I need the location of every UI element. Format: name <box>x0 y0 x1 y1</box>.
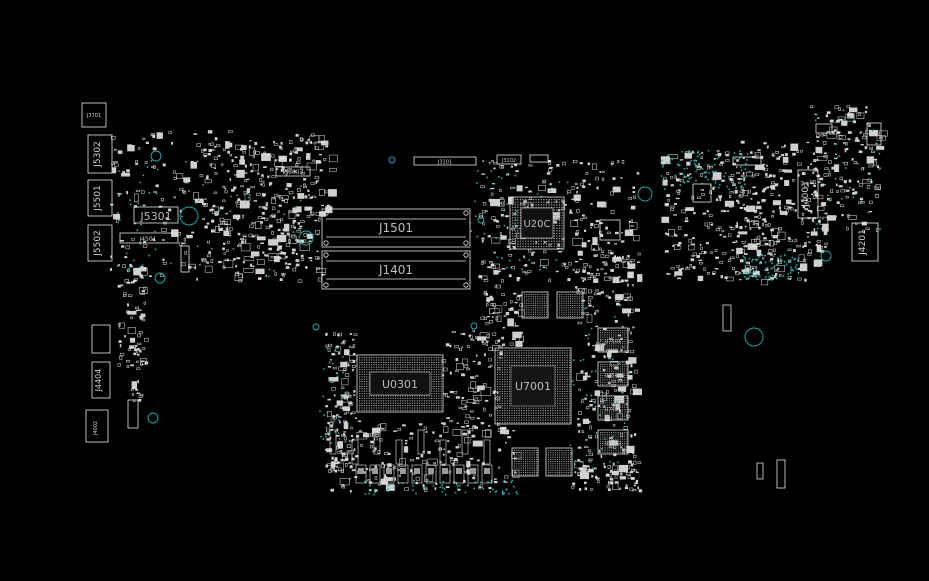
u7401-label: U7401 <box>605 407 621 413</box>
u20c-label: U20C <box>523 219 550 230</box>
chip-u20c[interactable] <box>509 196 565 250</box>
connector-j5502[interactable] <box>87 224 113 262</box>
chip-u7001[interactable] <box>494 347 572 425</box>
j3101-label: J3101 <box>437 160 452 166</box>
via-layer <box>116 109 881 496</box>
header-left-2[interactable] <box>180 245 190 273</box>
connector-j3102[interactable] <box>496 154 522 165</box>
vram-chip-bottom-2[interactable] <box>545 447 573 477</box>
j5301-label: J5301 <box>139 210 171 223</box>
connector-j4003[interactable] <box>91 324 111 354</box>
u7502-label: U7502 <box>605 373 621 379</box>
u7501-label: U7501 <box>605 339 621 345</box>
header-bottom-right[interactable] <box>776 459 786 489</box>
vram-chip-bottom-1[interactable] <box>511 447 539 477</box>
j4501-label: J4501 <box>138 236 156 243</box>
connector-j4201[interactable] <box>851 222 879 262</box>
u7402-label: U7402 <box>605 441 621 447</box>
pj6003-label: PJ6003 <box>283 169 304 176</box>
chip-right-2[interactable] <box>599 219 621 241</box>
connector-j4001[interactable] <box>797 169 819 219</box>
vram-chip-u7402[interactable] <box>597 429 629 455</box>
j4002-label: J4002 <box>93 421 99 436</box>
chip-u0301[interactable] <box>356 354 444 413</box>
mounting-holes <box>147 150 832 424</box>
j4404-label: J4404 <box>94 369 103 393</box>
j3102-label: J3102 <box>501 158 516 164</box>
small-connector-right[interactable] <box>815 123 833 134</box>
connector-j4002[interactable] <box>85 409 109 443</box>
header-left[interactable] <box>127 399 139 429</box>
memory-slot-j1501[interactable] <box>321 208 471 248</box>
j1401-label: J1401 <box>378 263 413 277</box>
vram-chip-top-1[interactable] <box>521 291 549 319</box>
bottom-port-row <box>329 429 493 484</box>
j5302-label: J5302 <box>93 141 103 168</box>
left-connector-group <box>81 102 113 443</box>
component-pads-layer <box>110 105 888 493</box>
vram-chip-u7501[interactable] <box>597 327 629 353</box>
connector-j4404[interactable] <box>91 361 111 399</box>
header-mid-right[interactable] <box>722 304 732 332</box>
j4201-label: J4201 <box>858 229 868 256</box>
connector-j5302[interactable] <box>87 134 113 174</box>
j1501-label: J1501 <box>378 221 413 235</box>
connector-pj6003[interactable] <box>275 166 311 177</box>
connector-top-right[interactable] <box>866 122 882 146</box>
j5502-label: J5502 <box>93 230 103 257</box>
connector-j4501[interactable] <box>119 232 179 244</box>
memory-slot-j1401[interactable] <box>321 250 471 290</box>
header-bottom-right-2[interactable] <box>756 462 764 480</box>
vram-chip-u7401[interactable] <box>597 395 629 421</box>
connector-j3101[interactable] <box>413 156 477 166</box>
u7001-label: U7001 <box>515 380 551 393</box>
small-connector[interactable] <box>529 154 549 163</box>
connector-j5501[interactable] <box>87 179 113 217</box>
j4001-label: J4001 <box>801 181 811 208</box>
connector-j5301[interactable] <box>133 206 179 224</box>
u0301-label: U0301 <box>382 378 418 391</box>
vram-chip-top-2[interactable] <box>556 291 584 319</box>
chip-right-1[interactable] <box>692 183 712 203</box>
j5501-label: J5501 <box>93 185 103 212</box>
vram-chip-u7502[interactable] <box>597 361 629 387</box>
connector-right-top[interactable] <box>732 156 762 166</box>
connector-j3701[interactable] <box>81 102 107 128</box>
j3701-label: J3701 <box>86 113 101 119</box>
